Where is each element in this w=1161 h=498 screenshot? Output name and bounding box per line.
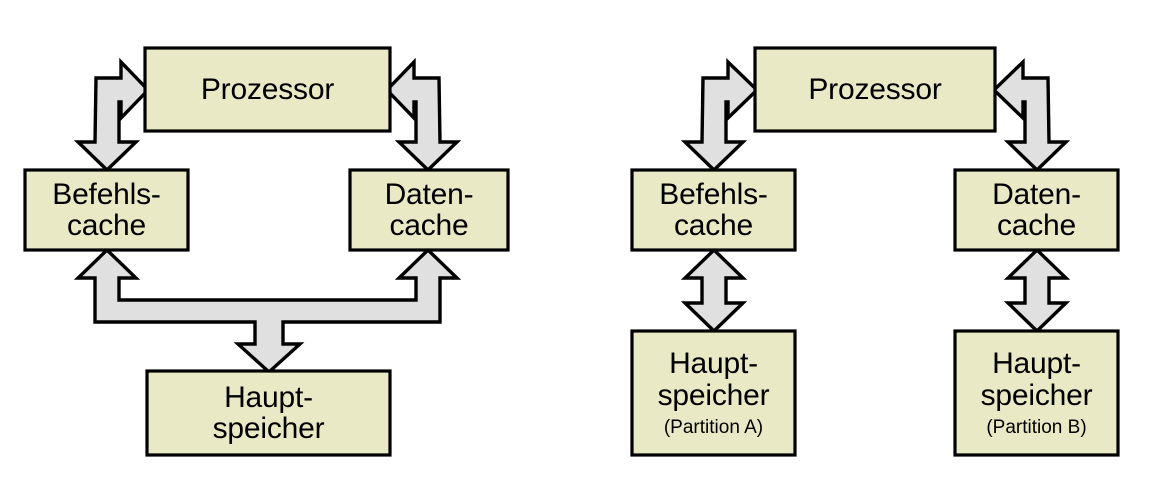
arrow-instruction-cache-memory-a — [680, 247, 748, 334]
arrow-instruction-cache-processor-left — [73, 57, 151, 173]
right-diagram-group — [630, 46, 1120, 457]
arrow-caches-main-memory-fork — [73, 247, 462, 375]
arrow-processor-data-cache-right — [991, 57, 1071, 173]
box-processor-left — [143, 46, 392, 133]
box-main-memory-partition-b — [953, 329, 1120, 457]
arrow-processor-data-cache-left — [384, 57, 462, 173]
box-processor-right — [753, 46, 997, 133]
box-main-memory-left — [145, 369, 392, 457]
box-instruction-cache-right — [630, 168, 797, 252]
box-data-cache-right — [953, 168, 1120, 252]
left-diagram-group — [23, 46, 510, 457]
box-instruction-cache-left — [23, 168, 190, 252]
arrow-instruction-cache-processor-right — [680, 57, 760, 173]
arrow-data-cache-memory-b — [1003, 247, 1071, 334]
box-data-cache-left — [348, 168, 510, 252]
box-main-memory-partition-a — [630, 329, 797, 457]
